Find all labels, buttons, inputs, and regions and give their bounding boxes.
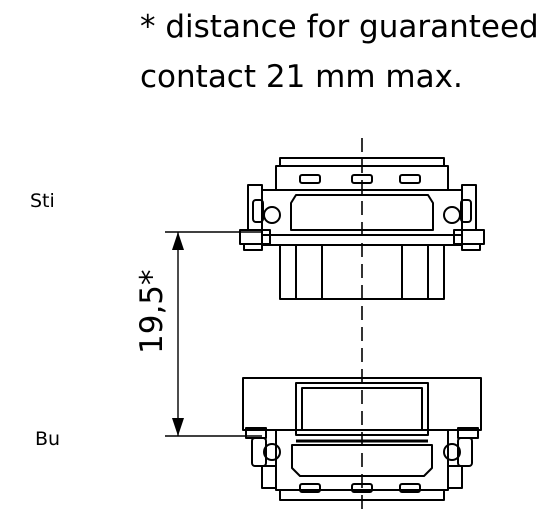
label-sti: Sti bbox=[30, 190, 55, 212]
arrow-down bbox=[172, 418, 184, 436]
connector-insert-bottom bbox=[242, 377, 482, 501]
note-line-1: * distance for guaranteed bbox=[140, 9, 539, 45]
dimension-text: 19,5* bbox=[134, 269, 170, 354]
label-bu: Bu bbox=[35, 428, 61, 450]
arrow-up bbox=[172, 232, 184, 250]
connector-insert-top bbox=[239, 157, 485, 300]
dimension-19-5 bbox=[165, 231, 262, 437]
note-line-2: contact 21 mm max. bbox=[140, 59, 463, 95]
